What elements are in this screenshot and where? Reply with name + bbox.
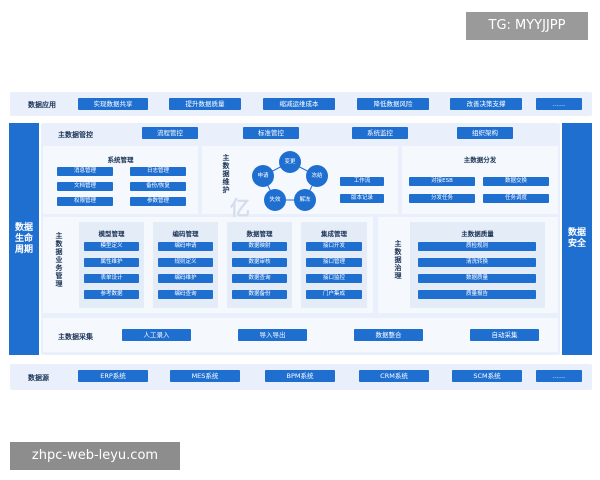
collection-item-4: 自动采集: [470, 329, 539, 341]
app-item-6: ......: [536, 98, 582, 110]
app-item-4: 降低数据风险: [357, 98, 429, 110]
data-item-2: 数据审核: [232, 258, 287, 267]
source-item-3: BPM系统: [265, 370, 335, 382]
data-item-3: 数据查询: [232, 274, 287, 283]
integration-item-4: 门户集成: [306, 290, 362, 299]
coding-item-1: 编码申请: [158, 242, 213, 251]
maintenance-label: 主数据维护: [222, 154, 230, 194]
control-item-4: 组织架构: [457, 127, 513, 139]
collection-label: 主数据采集: [58, 333, 93, 341]
application-row-label: 数据应用: [28, 101, 56, 109]
control-item-2: 标准管控: [243, 127, 299, 139]
faint-logo: 亿: [230, 196, 250, 220]
system-item-5: 权限管理: [57, 197, 113, 206]
distribution-item-2: 数据交换: [483, 177, 549, 186]
source-item-4: CRM系统: [359, 370, 429, 382]
collection-item-3: 数据整合: [354, 329, 423, 341]
quality-item-2: 清洗转换: [418, 258, 536, 267]
version-record-item: 版本记录: [340, 194, 384, 203]
model-card-title: 模型管理: [98, 230, 125, 238]
system-item-1: 消息管理: [57, 167, 113, 176]
source-item-1: ERP系统: [78, 370, 148, 382]
quality-item-4: 质量报告: [418, 290, 536, 299]
integration-item-3: 接口监控: [306, 274, 362, 283]
system-item-2: 日志管理: [130, 167, 186, 176]
quality-card-title: 主数据质量: [461, 230, 494, 238]
distribution-item-1: 对接ESB: [409, 177, 475, 186]
distribution-title: 主数据分发: [463, 156, 497, 164]
system-item-3: 文档管理: [57, 182, 113, 191]
integration-card-title: 集成管理: [321, 230, 347, 238]
lifecycle-label: 数据生命周期: [14, 222, 33, 255]
quality-item-1: 质检规则: [418, 242, 536, 251]
data-item-4: 数据备份: [232, 290, 287, 299]
governance-label: 主数据治理: [394, 240, 402, 280]
cycle-node-invalid: 失效: [264, 189, 286, 211]
cycle-node-change: 变更: [279, 151, 301, 173]
coding-item-4: 编码查询: [158, 290, 213, 299]
source-row-label: 数据源: [28, 374, 49, 382]
business-mgmt-label: 主数据业务管理: [55, 232, 63, 288]
model-item-4: 参考数据: [84, 290, 139, 299]
coding-item-2: 规则定义: [158, 258, 213, 267]
watermark-top: TG: MYYJJPP: [466, 12, 588, 40]
collection-item-2: 导入导出: [238, 329, 307, 341]
data-item-1: 数据映射: [232, 242, 287, 251]
control-item-3: 系统监控: [352, 127, 408, 139]
control-row-label: 主数据管控: [58, 131, 93, 139]
coding-item-3: 编码维护: [158, 274, 213, 283]
model-item-1: 模型定义: [84, 242, 139, 251]
app-item-5: 改善决策支撑: [450, 98, 522, 110]
app-item-3: 缩减运维成本: [263, 98, 335, 110]
watermark-bottom: zhpc-web-leyu.com: [10, 442, 180, 470]
source-item-2: MES系统: [170, 370, 240, 382]
security-label: 数据安全: [567, 228, 586, 249]
system-mgmt-title: 系统管理: [107, 156, 134, 164]
integration-item-1: 接口开发: [306, 242, 362, 251]
cycle-node-apply: 申请: [252, 165, 274, 187]
source-item-5: SCM系统: [452, 370, 522, 382]
cycle-node-unfreeze: 解冻: [294, 189, 316, 211]
workflow-item: 工作流: [340, 177, 384, 186]
app-item-2: 提升数据质量: [169, 98, 241, 110]
system-item-4: 备份/恢复: [130, 182, 186, 191]
system-item-6: 参数管理: [130, 197, 186, 206]
app-item-1: 实现数据共享: [78, 98, 148, 110]
coding-card-title: 编码管理: [172, 230, 199, 238]
source-item-6: ......: [536, 370, 582, 382]
collection-item-1: 人工录入: [122, 329, 191, 341]
integration-item-2: 接口管理: [306, 258, 362, 267]
control-item-1: 流程管控: [142, 127, 198, 139]
model-item-3: 表单设计: [84, 274, 139, 283]
cycle-node-freeze: 冻结: [306, 165, 328, 187]
security-sidebar: 数据安全: [562, 123, 592, 355]
quality-item-3: 数据质量: [418, 274, 536, 283]
data-card-title: 数据管理: [246, 230, 273, 238]
distribution-item-3: 分发任务: [409, 194, 475, 203]
distribution-item-4: 任务调度: [483, 194, 549, 203]
model-item-2: 属性维护: [84, 258, 139, 267]
lifecycle-sidebar: 数据生命周期: [9, 123, 39, 355]
